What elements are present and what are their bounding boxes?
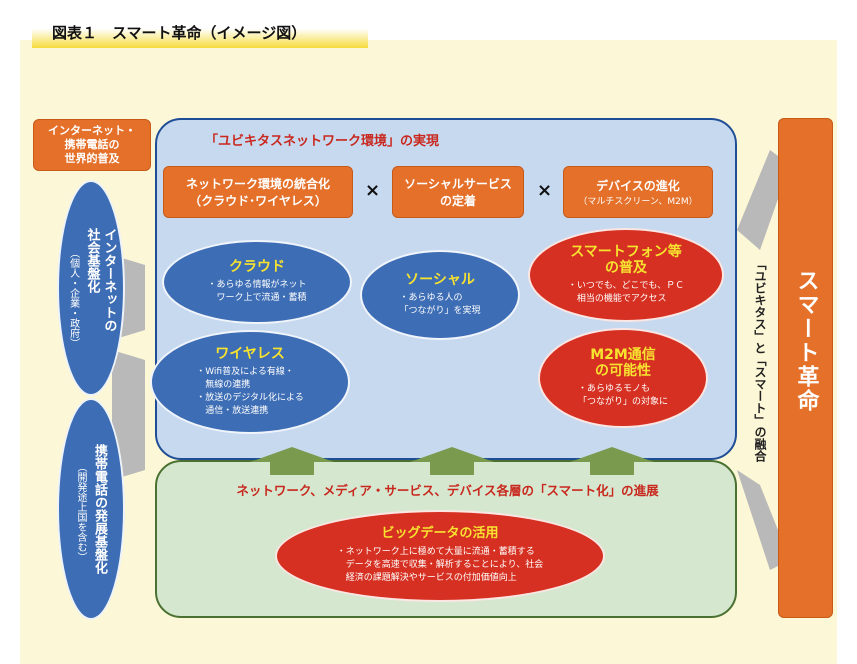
green-arrow-1 — [250, 447, 334, 475]
ubiquitous-heading: 「ユビキタスネットワーク環境」の実現 — [205, 134, 440, 149]
times-symbol-2: × — [537, 180, 553, 201]
global-spread-box: インターネット・ 携帯電話の 世界的普及 — [33, 119, 151, 171]
network-integration-sub: （クラウド･ワイヤレス） — [189, 194, 327, 208]
ubiquitous-smart-fusion-label: 「ユビキタス」と「スマート」の融合 — [753, 258, 767, 462]
social-ellipse: ソーシャル ・あらゆる人の 「つながり」を実現 — [360, 250, 520, 340]
mobile-main-label: 携帯電話の発展基盤化 — [92, 444, 107, 574]
times-symbol-1: × — [365, 180, 381, 201]
internet-main-label: インターネットの 社会基盤化 — [84, 228, 117, 332]
social-text: ・あらゆる人の 「つながり」を実現 — [399, 293, 481, 317]
wireless-ellipse: ワイヤレス ・Wifi普及による有線・ 無線の連携 ・放送のデジタル化による 通… — [150, 330, 350, 434]
smart-revolution-box: スマート革命 — [778, 118, 833, 618]
right-arrow-lower — [737, 470, 790, 570]
smart-revolution-label: スマート革命 — [793, 269, 819, 413]
cloud-title: クラウド — [229, 258, 285, 275]
wireless-text: ・Wifi普及による有線・ 無線の連携 ・放送のデジタル化による 通信・放送連携 — [196, 366, 304, 417]
social-title: ソーシャル — [405, 271, 475, 288]
cloud-text: ・あらゆる情報がネット ワーク上で流通・蓄積 — [207, 280, 307, 304]
social-service-box: ソーシャルサービス の定着 — [392, 166, 524, 218]
network-integration-box: ネットワーク環境の統合化 （クラウド･ワイヤレス） — [163, 166, 353, 218]
device-evolution-title: デバイスの進化 — [596, 179, 680, 193]
network-integration-title: ネットワーク環境の統合化 — [185, 177, 330, 191]
left-arrow-lower — [112, 350, 145, 480]
right-arrow-upper — [737, 150, 790, 250]
green-arrow-2 — [410, 447, 494, 475]
bigdata-title: ビッグデータの活用 — [381, 525, 499, 541]
device-evolution-sub: （マルチスクリーン、M2M） — [578, 197, 698, 207]
device-evolution-box: デバイスの進化 （マルチスクリーン、M2M） — [563, 166, 713, 218]
smartphone-text: ・いつでも、どこでも、ＰＣ 相当の機能でアクセス — [567, 281, 685, 305]
cloud-ellipse: クラウド ・あらゆる情報がネット ワーク上で流通・蓄積 — [162, 240, 352, 324]
smartphone-ellipse: スマートフォン等 の普及 ・いつでも、どこでも、ＰＣ 相当の機能でアクセス — [528, 228, 724, 322]
bigdata-ellipse: ビッグデータの活用 ・ネットワーク上に極めて大量に流通・蓄積する データを高速で… — [275, 510, 605, 602]
social-service-sub: の定着 — [439, 194, 476, 208]
figure-title: 図表１ スマート革命（イメージ図） — [32, 18, 368, 48]
mobile-infrastructure-ellipse: （開発途上国を含む） 携帯電話の発展基盤化 — [57, 398, 125, 620]
bigdata-text: ・ネットワーク上に極めて大量に流通・蓄積する データを高速で収集・解析することに… — [336, 546, 544, 583]
smart-layers-heading: ネットワーク、メディア・サービス、デバイス各層の「スマート化」の進展 — [236, 483, 659, 498]
social-service-title: ソーシャルサービス — [404, 177, 512, 191]
mobile-sub-label: （開発途上国を含む） — [75, 462, 86, 562]
m2m-text: ・あらゆるモノも 「つながり」の対象に — [577, 384, 668, 408]
m2m-ellipse: M2M通信 の可能性 ・あらゆるモノも 「つながり」の対象に — [538, 328, 708, 428]
internet-infrastructure-ellipse: （個人・企業・政府） インターネットの 社会基盤化 — [57, 180, 125, 396]
wireless-title: ワイヤレス — [215, 345, 285, 362]
m2m-title: M2M通信 の可能性 — [590, 346, 656, 379]
internet-sub-label: （個人・企業・政府） — [67, 248, 79, 348]
green-arrow-3 — [570, 447, 654, 475]
smartphone-title: スマートフォン等 の普及 — [570, 243, 682, 276]
